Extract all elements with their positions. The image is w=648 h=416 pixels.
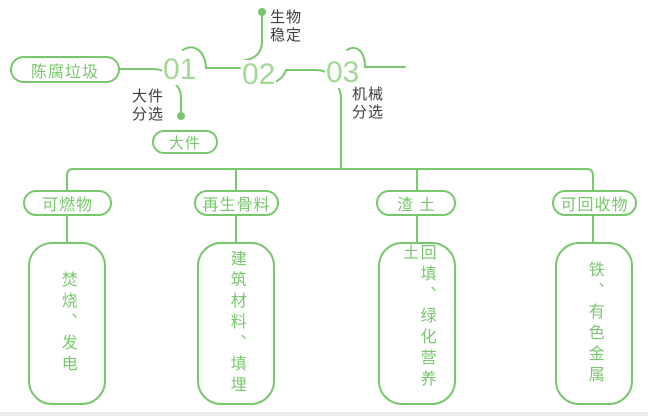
result-box-incineration: 焚烧、发电 [28,242,106,405]
result-text: 焚烧、发电 [58,271,76,376]
category-label: 渣土 [396,197,441,214]
line-03-tail [346,47,406,68]
source-label: 陈腐垃圾 [30,63,99,81]
result-box-metal: 铁、有色金属 [555,242,633,405]
category-node-slag-soil: 渣土 [376,190,456,216]
result-box-backfill: 回填、绿化营养土 [378,242,456,405]
result-text: 回填、绿化营养土 [400,244,435,391]
step-number-03: 03 [325,56,361,89]
line-02-riser [244,15,263,61]
category-node-combustible: 可燃物 [23,190,112,216]
line-01-to-02 [182,46,241,69]
dot-01-output [177,112,185,120]
annotation-step-02: 生物 稳定 [270,9,303,44]
category-label: 可回收物 [560,197,629,214]
result-text: 建筑材料、填埋 [227,250,245,397]
source-node: 陈腐垃圾 [10,56,120,83]
category-node-recyclable: 可回收物 [552,190,637,216]
distribution-bar [66,168,594,191]
result-box-building-material: 建筑材料、填埋 [197,242,275,405]
output-node-dajian: 大件 [152,130,218,154]
result-text: 铁、有色金属 [585,260,603,387]
step-number-01: 01 [162,53,198,86]
step-number-02: 02 [241,58,277,91]
annotation-step-01: 大件 分选 [132,88,165,123]
bottom-edge-strip [0,412,648,416]
annotation-step-03: 机械 分选 [352,86,385,121]
category-label: 再生骨料 [202,197,271,214]
category-label: 可燃物 [41,197,93,214]
output-dajian-label: 大件 [168,134,201,152]
dot-02-annotation [258,8,266,16]
category-node-recycled-aggregate: 再生骨料 [194,190,279,216]
